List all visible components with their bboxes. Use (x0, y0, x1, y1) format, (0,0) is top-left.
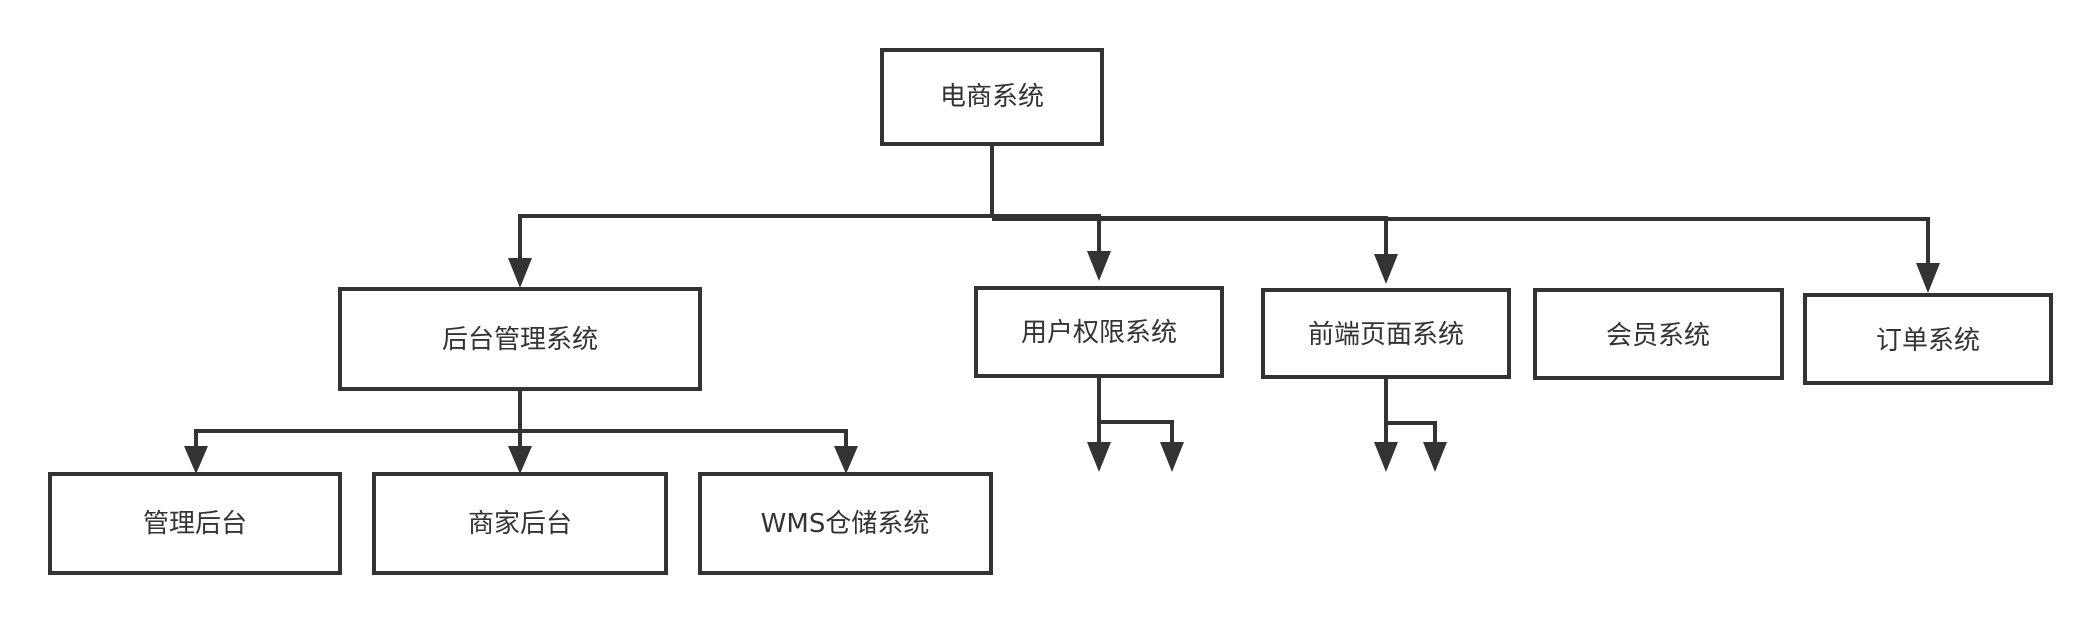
connector-root-to-backend (518, 214, 992, 262)
node-merchant-backend: 商家后台 (372, 472, 668, 575)
node-backend-management: 后台管理系统 (338, 287, 702, 391)
arrowhead-user-permission (1087, 251, 1111, 281)
node-wms-warehouse-label: WMS仓储系统 (761, 509, 930, 539)
arrowhead-frontend-child-1 (1374, 442, 1398, 472)
node-merchant-backend-label: 商家后台 (468, 509, 572, 539)
connector-root-to-frontend (992, 216, 1388, 258)
arrowhead-backend (508, 258, 532, 288)
node-order-box (1803, 293, 2053, 385)
node-backend-management-label: 后台管理系统 (442, 325, 598, 355)
arrowhead-order (1916, 263, 1940, 293)
node-user-permission-label: 用户权限系统 (1021, 318, 1177, 348)
node-root-box (880, 48, 1104, 146)
arrowhead-merchant-backend (508, 446, 532, 474)
arrowhead-user-permission-child-1 (1087, 442, 1111, 472)
connector-root-to-user-permission (992, 214, 1101, 255)
node-frontend-page-box (1261, 288, 1511, 379)
node-merchant-backend-box (372, 472, 668, 575)
node-admin-backend-box (48, 472, 342, 575)
user-permission-dangling-connectors (1087, 377, 1184, 472)
node-root: 电商系统 (880, 48, 1104, 146)
node-user-permission: 用户权限系统 (974, 286, 1224, 378)
node-user-permission-box (974, 286, 1224, 378)
node-frontend-page-label: 前端页面系统 (1308, 320, 1464, 350)
node-order-label: 订单系统 (1876, 326, 1980, 356)
arrowhead-user-permission-child-2 (1160, 442, 1184, 472)
arrowhead-admin-backend (184, 446, 208, 474)
node-membership-box (1533, 288, 1784, 380)
arrowhead-frontend-child-2 (1423, 442, 1447, 472)
node-wms-warehouse: WMS仓储系统 (698, 472, 993, 575)
node-backend-management-box (338, 287, 702, 391)
arrowhead-frontend (1374, 254, 1398, 284)
backend-connectors (184, 390, 858, 474)
node-admin-backend-label: 管理后台 (143, 509, 247, 539)
node-admin-backend: 管理后台 (48, 472, 342, 575)
connector-frontend-branch (1386, 421, 1437, 446)
connector-root-to-order (992, 217, 1930, 265)
frontend-dangling-connectors (1374, 378, 1447, 472)
node-root-label: 电商系统 (940, 82, 1044, 112)
node-frontend-page: 前端页面系统 (1261, 288, 1511, 379)
arrowhead-wms (834, 446, 858, 474)
node-membership: 会员系统 (1533, 288, 1784, 380)
connector-user-permission-branch (1099, 420, 1174, 446)
node-wms-warehouse-box (698, 472, 993, 575)
node-membership-label: 会员系统 (1606, 321, 1710, 351)
root-connectors (508, 146, 1940, 293)
node-order: 订单系统 (1803, 293, 2053, 385)
